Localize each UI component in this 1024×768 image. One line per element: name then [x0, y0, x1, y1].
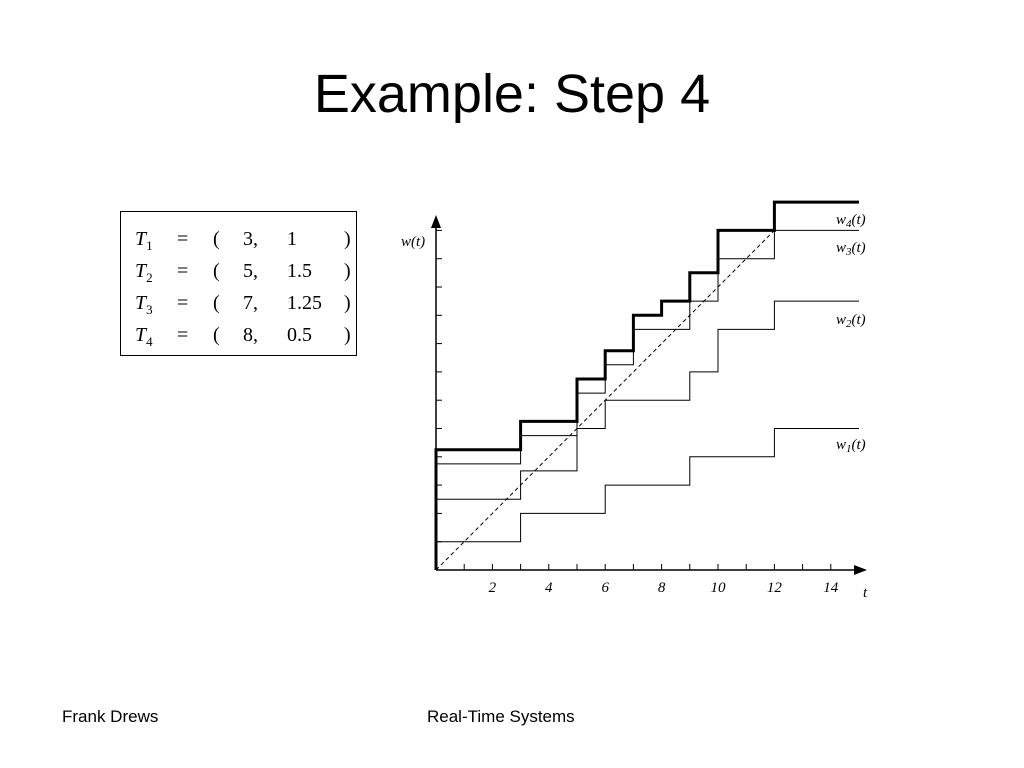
task-equals: =: [177, 260, 189, 282]
x-tick-label: 2: [489, 580, 497, 596]
y-axis-label: w(t): [401, 234, 425, 250]
task-name: T4: [135, 324, 153, 350]
task-period: 3,: [243, 228, 258, 250]
task-name: T2: [135, 260, 153, 286]
task-exec-time: 0.5: [287, 324, 312, 346]
task-open-paren: (: [213, 228, 220, 250]
series-line-wtt: [435, 230, 775, 571]
x-tick-label: 10: [711, 580, 727, 596]
task-index: 1: [146, 238, 153, 253]
task-open-paren: (: [213, 324, 220, 346]
task-symbol: T: [135, 324, 147, 346]
task-symbol: T: [135, 292, 147, 314]
task-exec-time: 1: [287, 228, 297, 250]
task-row: T2 = ( 5, 1.5 ): [121, 260, 356, 290]
task-equals: =: [177, 324, 189, 346]
footer-author: Frank Drews: [62, 707, 159, 726]
footer-course: Real-Time Systems: [427, 707, 575, 726]
y-axis-arrow: [431, 215, 441, 228]
series-label: w3(t): [836, 240, 866, 258]
task-close-paren: ): [344, 260, 351, 282]
x-tick-label: 14: [823, 580, 839, 596]
task-open-paren: (: [213, 260, 220, 282]
series-label: w4(t): [836, 212, 866, 230]
task-exec-time: 1.5: [287, 260, 312, 282]
x-tick-label: 4: [545, 580, 553, 596]
series-label: w1(t): [836, 437, 866, 455]
task-period: 7,: [243, 292, 258, 314]
x-axis-label: t: [863, 585, 868, 601]
x-tick-label: 12: [767, 580, 783, 596]
series-label: w2(t): [836, 312, 866, 330]
task-name: T1: [135, 228, 153, 254]
task-row: T1 = ( 3, 1 ): [121, 228, 356, 258]
series-line-w4t: [434, 200, 859, 570]
series-line-w1t: [436, 428, 859, 543]
task-name: T3: [135, 292, 153, 318]
task-period: 5,: [243, 260, 258, 282]
task-row: T4 = ( 8, 0.5 ): [121, 324, 356, 354]
x-tick-label: 6: [601, 580, 609, 596]
slide-title: Example: Step 4: [313, 64, 711, 124]
task-exec-time: 1.25: [287, 292, 322, 314]
task-index: 2: [146, 270, 153, 285]
task-close-paren: ): [344, 228, 351, 250]
task-open-paren: (: [213, 292, 220, 314]
task-parameters-box: T1 = ( 3, 1 ) T2 = ( 5, 1.5 ) T3 = ( 7, …: [120, 211, 357, 356]
task-period: 8,: [243, 324, 258, 346]
task-row: T3 = ( 7, 1.25 ): [121, 292, 356, 322]
series-line-w2t: [436, 300, 859, 500]
task-close-paren: ): [344, 324, 351, 346]
task-index: 3: [146, 302, 153, 317]
task-equals: =: [177, 292, 189, 314]
task-symbol: T: [135, 260, 147, 282]
task-equals: =: [177, 228, 189, 250]
task-close-paren: ): [344, 292, 351, 314]
task-index: 4: [146, 334, 153, 349]
x-tick-label: 8: [658, 580, 666, 596]
x-axis-arrow: [854, 565, 867, 575]
task-symbol: T: [135, 228, 147, 250]
